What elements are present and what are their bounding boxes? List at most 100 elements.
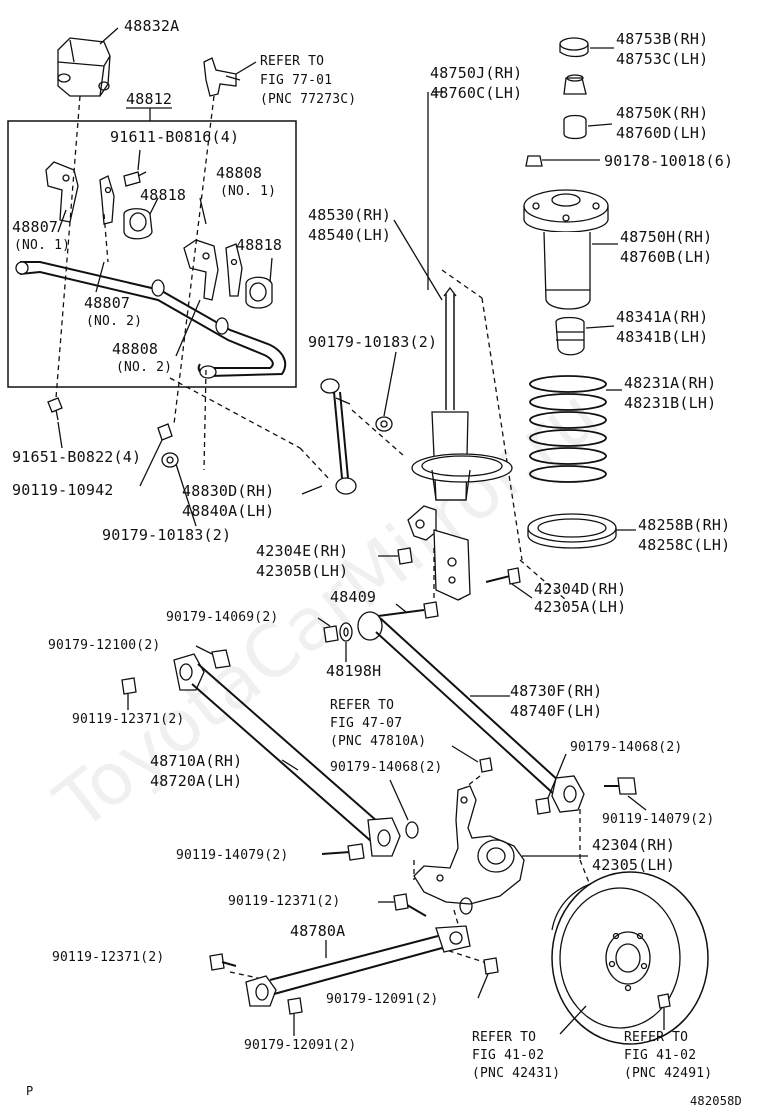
- part-label-48807-no1-sub: (NO. 1): [14, 238, 71, 253]
- part-label-48840A: 48840A(LH): [182, 502, 275, 520]
- part-label-90179-14068-a: 90179-14068(2): [330, 760, 443, 775]
- bushing-48750K: [563, 114, 587, 140]
- part-label-90179-12091-b: 90179-12091(2): [244, 1038, 357, 1053]
- part-label-48780A: 48780A: [290, 922, 346, 940]
- part-label-48710A: 48710A(RH): [150, 752, 243, 770]
- leader-48409: [395, 603, 407, 613]
- part-label-42304E: 42304E(RH): [256, 542, 349, 560]
- part-label-48832A: 48832A: [124, 17, 180, 35]
- part-label-42305A: 42305A(LH): [534, 598, 627, 616]
- part-label-91611: 91611-B0816(4): [110, 128, 240, 146]
- leader-48341A: [585, 325, 615, 329]
- part-label-48750H: 48750H(RH): [620, 228, 713, 246]
- leader-48830D: [301, 485, 323, 495]
- knuckle-42304: [413, 785, 525, 915]
- nut-90179-12091-right: [483, 957, 499, 975]
- stabilizer-bar-48812: [15, 261, 287, 379]
- leader-90179-10183-a: [383, 351, 397, 417]
- leader-48818-a: [149, 197, 159, 215]
- nut-90179-12100: [211, 649, 231, 669]
- refer-41a-line1: REFER TO: [472, 1030, 537, 1045]
- part-label-48198H: 48198H: [326, 662, 382, 680]
- part-label-48231A: 48231A(RH): [624, 374, 717, 392]
- nut-90179-14068-right: [535, 797, 551, 815]
- part-label-48818-b: 48818: [236, 236, 283, 254]
- figure-number: 482058D: [690, 1094, 742, 1108]
- dashed-assembly-lines: [55, 95, 597, 979]
- refer-47-line1: REFER TO: [330, 698, 395, 713]
- washer-48198H: [339, 622, 353, 642]
- part-label-48409: 48409: [330, 588, 377, 606]
- part-label-90179-12100: 90179-12100(2): [48, 638, 161, 653]
- refer-47-line3: (PNC 47810A): [330, 734, 427, 749]
- cap-48753B: [559, 37, 589, 58]
- part-label-48753B: 48753B(RH): [616, 30, 709, 48]
- leader-48530: [393, 219, 443, 301]
- shock-absorber-48530: [407, 286, 513, 601]
- bolt-48409: [377, 601, 439, 619]
- part-label-48807-no2: 48807: [84, 294, 131, 312]
- part-label-48740F: 48740F(LH): [510, 702, 603, 720]
- part-label-90179-10183-a: 90179-10183(2): [308, 333, 438, 351]
- part-label-48807-no2-sub: (NO. 2): [86, 314, 143, 329]
- leader-48818-b: [269, 257, 273, 283]
- leader-90179-12091a: [477, 973, 489, 999]
- leader-refer-47: [451, 745, 479, 763]
- corner-code: P: [26, 1084, 34, 1098]
- part-label-48341B: 48341B(LH): [616, 328, 709, 346]
- bracket-48807-no1: [45, 161, 79, 223]
- refer-41b-line3: (PNC 42491): [624, 1066, 713, 1081]
- nut-cap-48750J: [563, 74, 587, 95]
- bolt-90119-12371-c: [209, 953, 237, 971]
- nut-90119-12371-a: [121, 677, 137, 695]
- part-label-48750K: 48750K(RH): [616, 104, 709, 122]
- part-label-48231B: 48231B(LH): [624, 394, 717, 412]
- part-label-90179-10183-b: 90179-10183(2): [102, 526, 232, 544]
- spring-insulator-48258B: [527, 513, 617, 549]
- part-label-42304: 42304(RH): [592, 836, 676, 854]
- part-label-48808-no2: 48808: [112, 340, 159, 358]
- leader-90179-12100: [195, 645, 213, 655]
- stabilizer-link-48830D: [320, 378, 357, 495]
- part-label-48720A: 48720A(LH): [150, 772, 243, 790]
- part-label-90119-10942: 90119-10942: [12, 481, 114, 499]
- part-label-48760C: 48760C(LH): [430, 84, 523, 102]
- part-label-42305B: 42305B(LH): [256, 562, 349, 580]
- part-label-48808-no1-sub: (NO. 1): [220, 184, 277, 199]
- part-label-48808-no1: 48808: [216, 164, 263, 182]
- bolt-90119-12371-b: [393, 893, 427, 917]
- part-label-48760D: 48760D(LH): [616, 124, 709, 142]
- bushing-48818-a: [123, 208, 153, 240]
- refer-77-line3: (PNC 77273C): [260, 92, 357, 107]
- refer-47-line2: FIG 47-07: [330, 716, 403, 731]
- leader-90179-14068a: [389, 779, 409, 821]
- leader-90179-14069: [317, 617, 331, 627]
- nut-90178: [525, 155, 543, 167]
- part-label-90119-12371-a: 90119-12371(2): [72, 712, 185, 727]
- bolt-42304D: [485, 567, 521, 585]
- leader-refer-77: [235, 61, 257, 75]
- bolt-small-left: [157, 423, 173, 441]
- stabilizer-group-box: [7, 120, 297, 388]
- part-label-48750J: 48750J(RH): [430, 64, 523, 82]
- nut-90179-14069: [323, 625, 339, 643]
- stabilizer-bracket-48832A: [57, 37, 111, 97]
- leader-48750K: [587, 123, 613, 127]
- leader-90119-10942: [139, 439, 163, 487]
- part-label-90119-12371-c: 90119-12371(2): [52, 950, 165, 965]
- arm-48780A: [245, 925, 471, 1007]
- leader-48710A: [281, 759, 299, 771]
- arm-48710A: [173, 653, 401, 857]
- strut-support-48750H: [523, 189, 609, 310]
- leader-91611: [137, 149, 141, 171]
- part-label-48807-no1: 48807: [12, 218, 59, 236]
- bracket-48807-no2: [183, 239, 219, 301]
- bolt-90119-14079-left: [321, 843, 365, 861]
- refer-41b-line1: REFER TO: [624, 1030, 689, 1045]
- part-label-48341A: 48341A(RH): [616, 308, 709, 326]
- nut-42304E: [397, 547, 413, 565]
- part-label-42304D: 42304D(RH): [534, 580, 627, 598]
- nut-90179-12091-left: [287, 997, 303, 1015]
- part-label-90178: 90178-10018(6): [604, 152, 734, 170]
